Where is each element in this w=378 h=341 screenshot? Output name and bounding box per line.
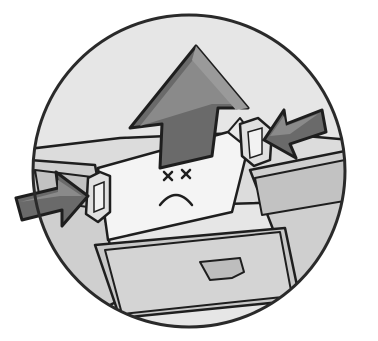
left-release-clip [86,172,110,222]
